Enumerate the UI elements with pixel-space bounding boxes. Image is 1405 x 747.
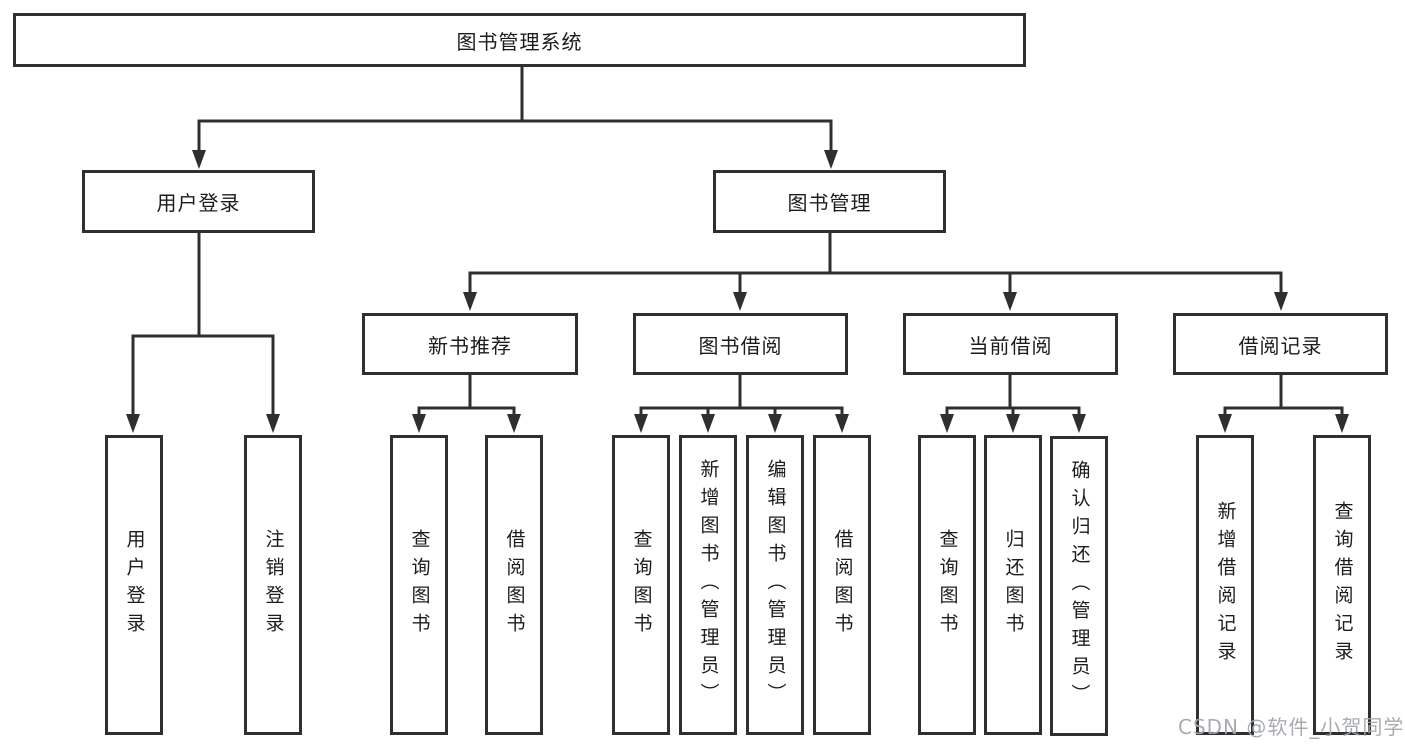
node-new-book-recommend: 新书推荐 [362,313,578,375]
leaf-add-books-admin: 新增图书（管理员） [679,435,737,735]
leaf-query-books-borrow: 查询图书 [612,435,670,735]
node-book-management-label: 图书管理 [787,191,872,215]
node-user-login: 用户登录 [82,170,315,233]
connector-book-management-children [463,233,1288,311]
leaf-query-borrow-record-label: 查询借阅记录 [1331,501,1354,669]
leaf-query-borrow-record: 查询借阅记录 [1313,435,1371,735]
connector-new-book-recommend-children [412,375,521,433]
csdn-watermark: CSDN @软件_小贺同学 [1178,715,1405,739]
leaf-logout-label: 注销登录 [262,529,285,641]
leaf-confirm-return-admin: 确认归还（管理员） [1050,436,1108,736]
leaf-edit-books-admin: 编辑图书（管理员） [746,435,804,735]
connector-root-to-level2 [192,67,838,169]
leaf-return-books: 归还图书 [984,435,1042,735]
node-borrow-records-label: 借阅记录 [1238,333,1323,358]
node-book-management: 图书管理 [713,170,946,233]
connector-book-borrow-children [634,375,849,433]
leaf-borrow-books-recommend: 借阅图书 [485,435,543,735]
node-book-borrow: 图书借阅 [633,313,848,375]
leaf-add-books-admin-label: 新增图书（管理员） [697,459,720,711]
node-book-borrow-label: 图书借阅 [698,333,783,358]
node-current-borrow: 当前借阅 [903,313,1118,375]
node-user-login-label: 用户登录 [156,191,241,215]
leaf-user-login-label: 用户登录 [123,529,146,641]
leaf-borrow-books-label: 借阅图书 [831,529,854,641]
leaf-query-books-recommend-label: 查询图书 [408,529,431,641]
leaf-query-books-borrow-label: 查询图书 [630,529,653,641]
leaf-return-books-label: 归还图书 [1002,529,1025,641]
leaf-query-books-current: 查询图书 [918,435,976,735]
leaf-confirm-return-admin-label: 确认归还（管理员） [1068,460,1091,712]
leaf-query-books-recommend: 查询图书 [390,435,448,735]
connector-user-login-children [126,233,280,433]
leaf-user-login: 用户登录 [105,435,163,735]
leaf-query-books-current-label: 查询图书 [936,529,959,641]
node-new-book-recommend-label: 新书推荐 [428,333,512,358]
leaf-borrow-books-recommend-label: 借阅图书 [503,529,526,641]
leaf-edit-books-admin-label: 编辑图书（管理员） [764,459,787,711]
connector-borrow-records-children [1218,375,1349,433]
leaf-add-borrow-record: 新增借阅记录 [1196,435,1254,735]
leaf-add-borrow-record-label: 新增借阅记录 [1214,501,1237,669]
connector-current-borrow-children [940,375,1086,433]
node-library-system-label: 图书管理系统 [456,29,583,54]
node-library-system: 图书管理系统 [13,13,1026,67]
node-current-borrow-label: 当前借阅 [968,333,1053,358]
node-borrow-records: 借阅记录 [1173,313,1388,375]
leaf-logout: 注销登录 [244,435,302,735]
leaf-borrow-books: 借阅图书 [813,435,871,735]
